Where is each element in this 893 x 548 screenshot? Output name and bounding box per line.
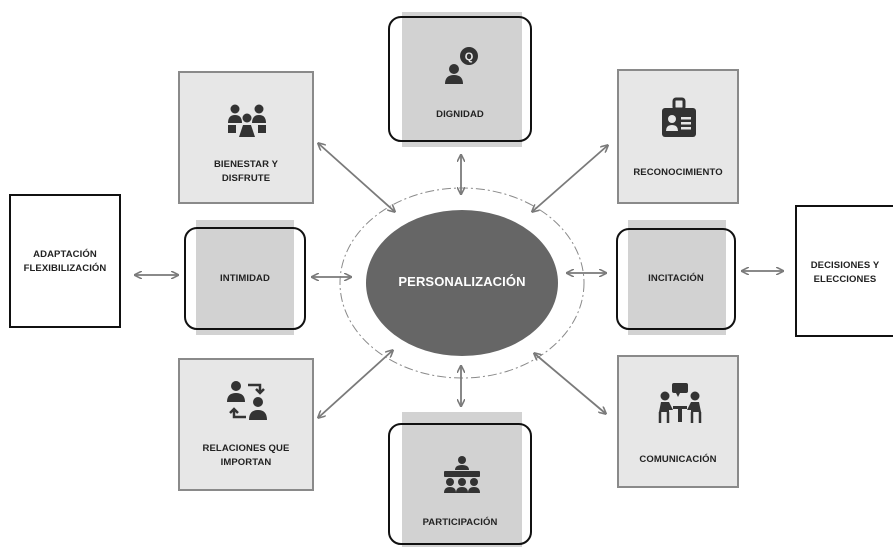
- incitacion-node[interactable]: INCITACIÓN: [616, 228, 736, 330]
- meeting-table-icon: [444, 456, 480, 493]
- relaciones-label: RELACIONES QUE IMPORTAN: [202, 443, 290, 468]
- incitacion-backdrop: [628, 220, 726, 335]
- comunicacion-label: COMUNICACIÓN: [639, 454, 717, 465]
- bienestar-label: BIENESTAR Y DISFRUTE: [213, 159, 279, 184]
- arrow-bienestar: [319, 144, 394, 211]
- svg-text:Q: Q: [465, 51, 474, 63]
- decisiones-label: DECISIONES Y ELECCIONES: [810, 260, 880, 285]
- arrow-relaciones: [319, 351, 392, 417]
- participacion-node[interactable]: PARTICIPACIÓN: [388, 423, 532, 545]
- intimidad-node[interactable]: INTIMIDAD: [184, 227, 306, 330]
- dignidad-node[interactable]: Q DIGNIDAD: [388, 16, 532, 142]
- reconocimiento-label: RECONOCIMIENTO: [633, 167, 723, 178]
- arrow-comunicacion: [535, 354, 605, 413]
- personalizacion-label: PERSONALIZACIÓN: [398, 274, 526, 289]
- adaptacion-label: ADAPTACIÓN FLEXIBILIZACIÓN: [23, 249, 107, 274]
- adaptacion-node[interactable]: ADAPTACIÓN FLEXIBILIZACIÓN: [9, 194, 121, 328]
- reconocimiento-node[interactable]: RECONOCIMIENTO: [617, 69, 739, 204]
- relaciones-node[interactable]: RELACIONES QUE IMPORTAN: [178, 358, 314, 491]
- participacion-label: PARTICIPACIÓN: [422, 517, 498, 528]
- incitacion-label: INCITACIÓN: [648, 273, 704, 284]
- id-badge-icon: [662, 97, 696, 137]
- dignidad-label: DIGNIDAD: [436, 109, 484, 120]
- arrow-reconocimiento: [533, 146, 607, 211]
- person-exchange-icon: [227, 381, 267, 420]
- intimidad-label: INTIMIDAD: [220, 273, 270, 284]
- people-group-icon: [228, 104, 266, 137]
- bienestar-node[interactable]: BIENESTAR Y DISFRUTE: [178, 71, 314, 204]
- intimidad-backdrop: [196, 220, 294, 335]
- decisiones-node[interactable]: DECISIONES Y ELECCIONES: [795, 205, 893, 337]
- personalizacion-hub[interactable]: PERSONALIZACIÓN: [366, 210, 558, 356]
- person-question-icon: Q: [445, 47, 478, 84]
- comunicacion-node[interactable]: COMUNICACIÓN: [617, 355, 739, 488]
- conversation-icon: [658, 383, 702, 423]
